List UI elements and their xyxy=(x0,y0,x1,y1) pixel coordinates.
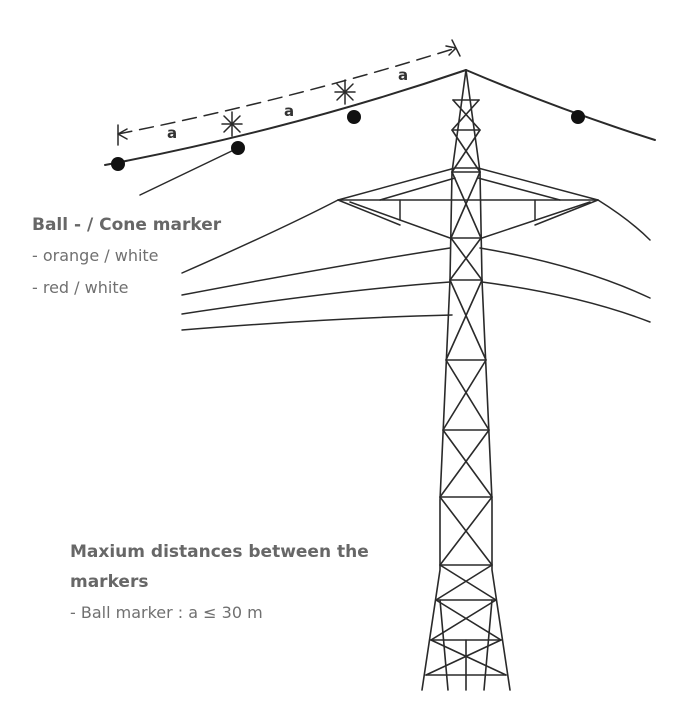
dimension-label-1: a xyxy=(167,124,177,142)
dimension-label-2: a xyxy=(284,102,294,120)
legend-option-orange-white: - orange / white xyxy=(32,246,159,265)
cone-marker-2 xyxy=(334,79,356,105)
ball-marker-4 xyxy=(571,110,585,124)
shield-wire-left xyxy=(104,69,467,166)
tower-crossarm xyxy=(337,167,599,239)
legend-option-red-white: - red / white xyxy=(32,278,129,297)
tower-body xyxy=(421,69,511,691)
distance-heading-line1: Maxium distances between the xyxy=(70,542,369,562)
dimension-line xyxy=(117,39,461,146)
ball-marker-2 xyxy=(231,141,245,155)
dimension-label-3: a xyxy=(398,66,408,84)
ball-marker-1 xyxy=(111,157,125,171)
shield-wire-right xyxy=(465,69,656,141)
ball-marker-3 xyxy=(347,110,361,124)
cone-marker-1 xyxy=(221,111,243,137)
marker-legend: Ball - / Cone marker - orange / white - … xyxy=(32,210,332,304)
secondary-wire xyxy=(139,147,239,196)
conductor-lines xyxy=(181,199,651,331)
distance-rule: - Ball marker : a ≤ 30 m xyxy=(70,603,263,622)
distance-heading-line2: markers xyxy=(70,572,149,592)
distance-note: Maxium distances between the markers - B… xyxy=(70,537,390,629)
legend-heading: Ball - / Cone marker xyxy=(32,215,222,235)
